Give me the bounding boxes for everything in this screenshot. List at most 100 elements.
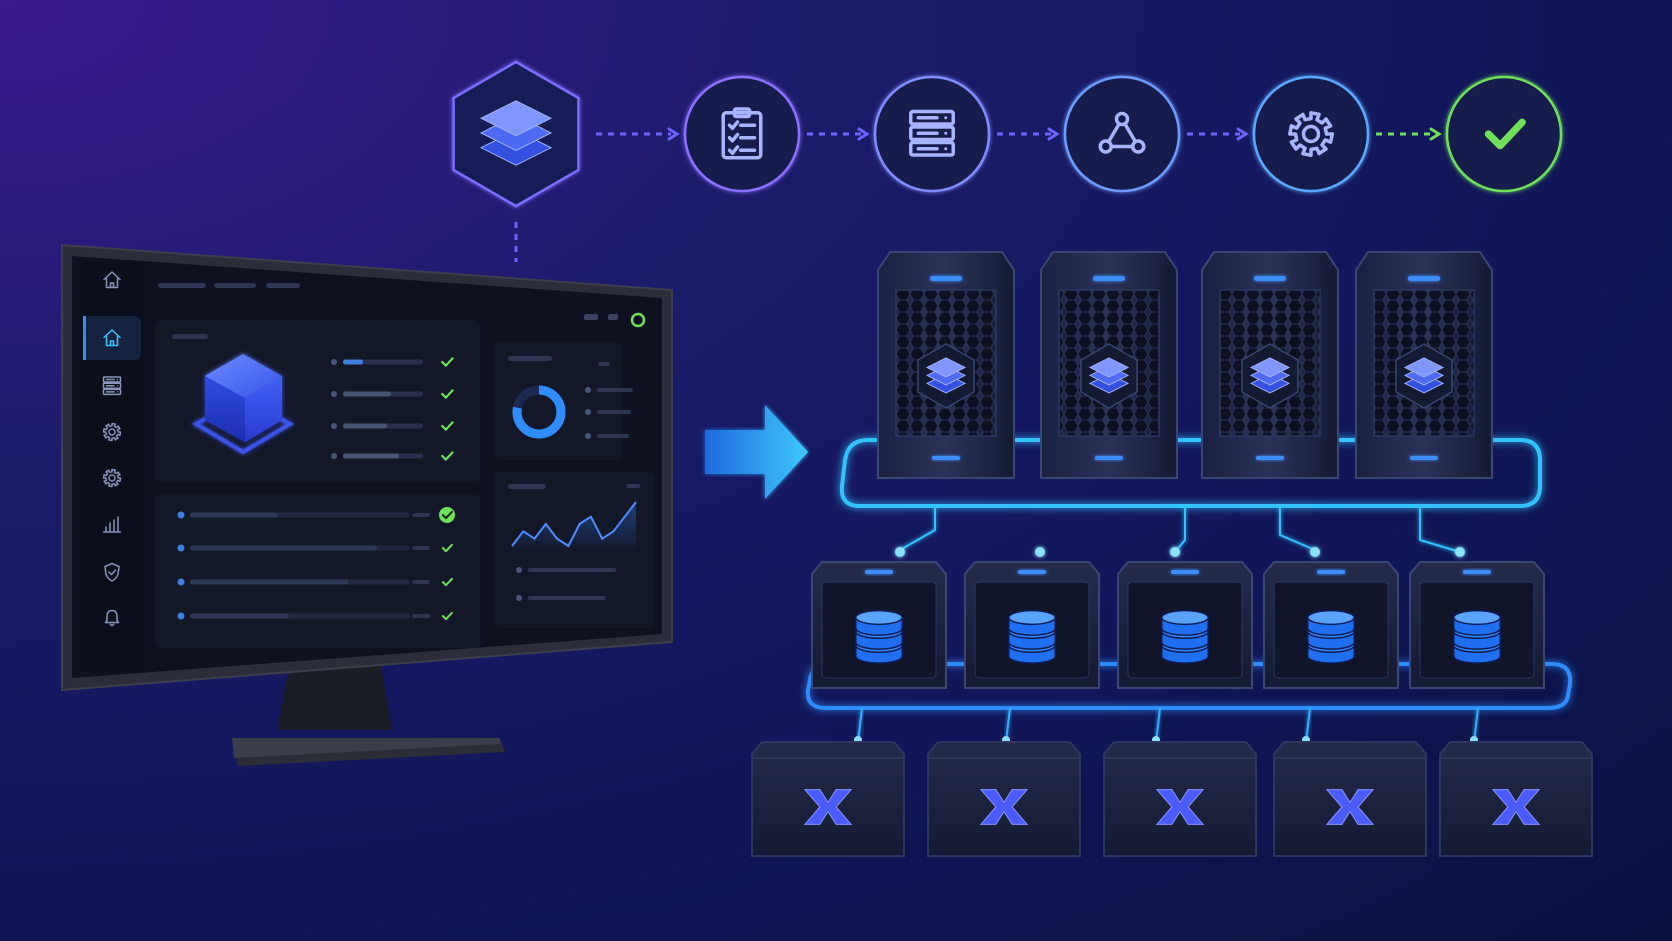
sidebar-item-7[interactable] bbox=[104, 562, 120, 582]
server-cluster bbox=[751, 251, 1593, 857]
status-led bbox=[1256, 456, 1284, 460]
gear-icon bbox=[1288, 111, 1335, 158]
network-trace bbox=[1419, 506, 1461, 553]
checkmark-icon bbox=[441, 451, 454, 461]
server-icon bbox=[102, 376, 122, 396]
status-led bbox=[1093, 276, 1125, 281]
trend-line bbox=[511, 501, 637, 548]
task-row bbox=[177, 543, 453, 553]
network-node bbox=[895, 547, 905, 557]
worker-node-5 bbox=[1439, 741, 1593, 857]
status-led bbox=[1408, 276, 1440, 281]
server-platform bbox=[839, 438, 1542, 508]
sidebar-item-3[interactable] bbox=[102, 376, 122, 396]
gear-icon bbox=[102, 468, 122, 488]
pipeline-step-5 bbox=[1252, 75, 1370, 193]
worker-node-2 bbox=[927, 741, 1081, 857]
layers-icon bbox=[479, 100, 553, 166]
pipeline-step-ring bbox=[1252, 75, 1370, 193]
bell-icon bbox=[104, 609, 120, 627]
worker-node-1 bbox=[751, 741, 905, 857]
database-icon bbox=[1008, 609, 1056, 664]
database-icon bbox=[1307, 609, 1355, 664]
database-node-4 bbox=[1263, 561, 1399, 689]
checkmark-icon bbox=[441, 421, 454, 431]
database-icon bbox=[1453, 609, 1501, 664]
layers-icon bbox=[1088, 357, 1130, 394]
task-list-card bbox=[155, 494, 480, 648]
pipeline-step-ring bbox=[683, 75, 801, 193]
worker-node-4 bbox=[1273, 741, 1427, 857]
donut-progress bbox=[512, 385, 566, 439]
home-icon bbox=[103, 329, 121, 347]
server-tower-3 bbox=[1201, 251, 1339, 479]
sidebar-item-8[interactable] bbox=[104, 609, 120, 627]
x-logo-icon bbox=[979, 789, 1029, 825]
sidebar-item-4[interactable] bbox=[102, 422, 122, 442]
monitor-stand-neck bbox=[278, 660, 392, 730]
task-row bbox=[177, 611, 453, 621]
status-led bbox=[1095, 456, 1123, 460]
server-tower-4 bbox=[1355, 251, 1493, 479]
bar-chart-icon bbox=[102, 516, 122, 533]
pipeline-flow bbox=[452, 60, 1563, 208]
checkmark-icon bbox=[441, 357, 454, 367]
x-logo-icon bbox=[1325, 789, 1375, 825]
sidebar-item-6[interactable] bbox=[102, 516, 122, 533]
status-led bbox=[1171, 570, 1199, 574]
x-logo-icon bbox=[803, 789, 853, 825]
task-row bbox=[177, 507, 455, 523]
sidebar-item-1[interactable] bbox=[103, 271, 121, 289]
dashboard-topbar bbox=[158, 283, 646, 328]
donut-card bbox=[494, 342, 633, 460]
pipeline-step-3 bbox=[873, 75, 991, 193]
checklist-row bbox=[331, 389, 454, 399]
server-tower-2 bbox=[1040, 251, 1178, 479]
status-led bbox=[1463, 570, 1491, 574]
status-led bbox=[865, 570, 893, 574]
pipeline-arrowhead bbox=[1429, 127, 1442, 141]
network-nodes-icon bbox=[1098, 111, 1146, 154]
monitor bbox=[61, 243, 673, 766]
checkmark-icon bbox=[1484, 118, 1526, 150]
sidebar-item-2[interactable] bbox=[83, 316, 141, 360]
checkmark-icon bbox=[441, 543, 453, 553]
trend-area bbox=[512, 502, 636, 552]
server-rack-icon bbox=[909, 109, 955, 157]
pipeline-step-ring bbox=[1063, 75, 1181, 193]
status-led bbox=[930, 276, 962, 281]
window-control[interactable] bbox=[584, 314, 598, 320]
dashboard-sidebar bbox=[80, 262, 144, 672]
pipeline-arrowhead bbox=[857, 127, 870, 141]
checkmark-icon bbox=[441, 611, 453, 621]
layers-icon bbox=[1249, 357, 1291, 394]
checklist-row bbox=[331, 357, 454, 367]
dashboard-screen bbox=[80, 262, 654, 672]
status-led bbox=[932, 456, 960, 460]
status-led bbox=[1317, 570, 1345, 574]
status-led bbox=[1018, 570, 1046, 574]
window-control[interactable] bbox=[608, 314, 618, 320]
checklist-row bbox=[331, 421, 454, 431]
sidebar-item-5[interactable] bbox=[102, 468, 122, 488]
database-node-5 bbox=[1409, 561, 1545, 689]
pipeline-step-ring bbox=[1445, 75, 1563, 193]
gear-icon bbox=[102, 422, 122, 442]
pipeline-arrowhead bbox=[1047, 127, 1060, 141]
network-trace bbox=[1279, 506, 1316, 551]
pipeline-step-2 bbox=[683, 75, 801, 193]
database-icon bbox=[1161, 609, 1209, 664]
deployment-card bbox=[155, 320, 480, 482]
network-node bbox=[1035, 547, 1045, 557]
network-trace bbox=[1174, 506, 1186, 553]
shield-icon bbox=[104, 562, 120, 582]
trend-card bbox=[494, 472, 654, 628]
database-icon bbox=[855, 609, 903, 664]
checkmark-icon bbox=[441, 577, 453, 587]
database-node-3 bbox=[1117, 561, 1253, 689]
layers-icon bbox=[925, 357, 967, 394]
database-node-1 bbox=[811, 561, 947, 689]
checklist-row bbox=[331, 451, 454, 461]
worker-node-3 bbox=[1103, 741, 1257, 857]
